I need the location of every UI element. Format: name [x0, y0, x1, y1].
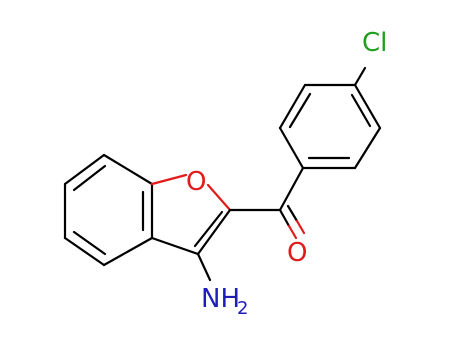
bond-carbonyl-o-a	[278, 208, 291, 228]
bond-p2-p3	[278, 83, 307, 130]
carbonyl-group	[228, 166, 306, 240]
bond-c3-c3a	[150, 236, 200, 256]
bond-carbonyl-o-b-red	[295, 219, 306, 235]
bond-c6-c7	[63, 153, 106, 186]
bond-c3-n	[196, 252, 212, 282]
bond-c7-c7a	[102, 153, 154, 186]
bond-carbonyl-o-a-red	[287, 224, 298, 240]
bond-carbonyl-o-b	[286, 204, 299, 223]
bond-inner-c4-c5	[72, 230, 107, 256]
bond-c4-c5	[63, 236, 106, 267]
furan-ring	[150, 173, 232, 256]
atom-amine-subscript: 2	[237, 298, 248, 319]
chlorophenyl-ring	[278, 83, 382, 170]
atom-amine: NH	[201, 284, 240, 314]
bond-inner-p2-p3	[288, 92, 312, 129]
bond-c3a-c4	[102, 236, 154, 267]
bond-inner-c6-c7	[72, 164, 107, 192]
bond-c2-c3-inner	[193, 210, 224, 248]
bond-p4-cl	[353, 66, 367, 87]
atom-carbonyl-oxygen: O	[287, 238, 307, 268]
bond-carbonyl-aryl	[278, 166, 305, 212]
bond-o1-c2	[206, 183, 232, 212]
bond-c7a-o1	[150, 173, 188, 186]
atom-ring-oxygen: O	[186, 167, 206, 197]
bond-p1-p2	[278, 126, 305, 170]
atom-chlorine: Cl	[362, 28, 387, 58]
bond-c2-c3	[196, 208, 232, 256]
bond-inner-p4-p5	[350, 93, 372, 128]
bond-p5-p6	[353, 126, 382, 170]
bond-p4-p5	[353, 83, 382, 130]
benzo-ring	[63, 153, 154, 267]
